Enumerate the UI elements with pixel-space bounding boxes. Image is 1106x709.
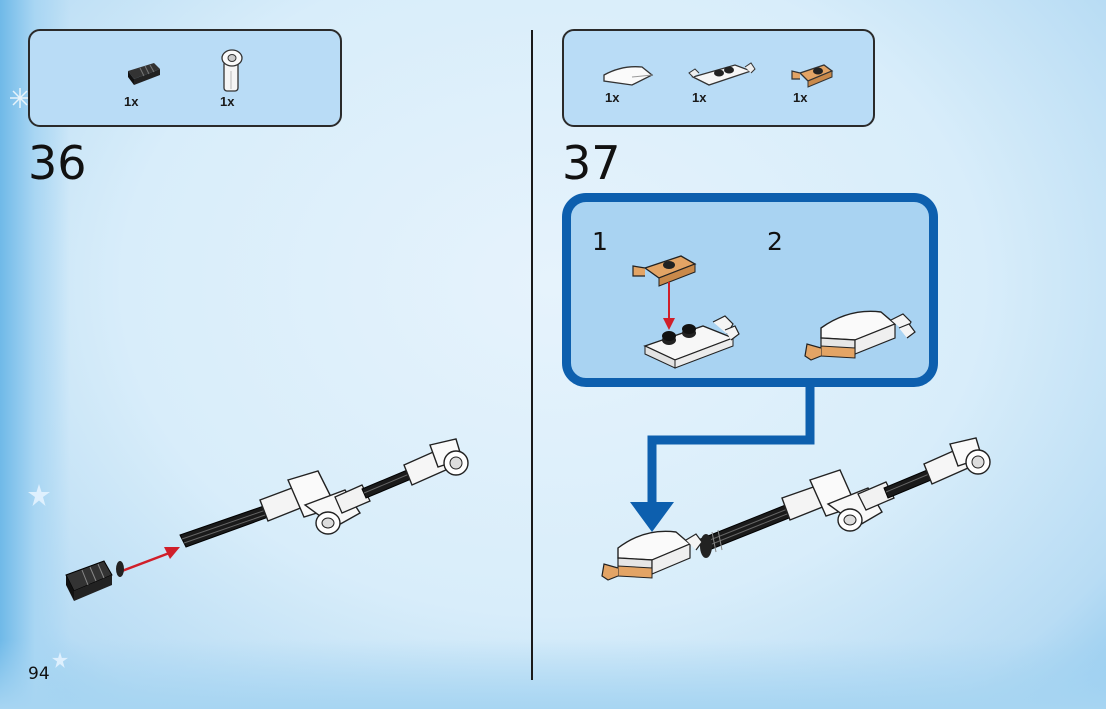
part-quantity: 1x <box>124 94 138 109</box>
tan-plate-with-clip-icon <box>790 61 834 89</box>
part-quantity: 1x <box>793 90 807 105</box>
snowflake-decoration-icon <box>10 88 30 108</box>
part-quantity: 1x <box>605 90 619 105</box>
substep-callout-box: 1 2 <box>562 193 938 387</box>
white-technic-connector-icon <box>216 47 246 95</box>
substep-number: 2 <box>767 227 783 256</box>
page-divider <box>531 30 533 680</box>
step-36-parts-box: 1x 1x <box>28 29 342 127</box>
star-decoration-icon <box>52 652 68 668</box>
step-number: 37 <box>562 136 621 190</box>
part-quantity: 1x <box>220 94 234 109</box>
substep-2-illustration <box>799 300 919 372</box>
white-curved-slope-icon <box>602 63 654 87</box>
step-37-parts-box: 1x 1x 1x <box>562 29 875 127</box>
step-36-assembly-illustration <box>60 435 480 605</box>
black-axle-connector-icon <box>124 61 164 87</box>
substep-number: 1 <box>592 227 608 256</box>
page-number: 94 <box>28 664 50 684</box>
substep-1-illustration <box>629 250 739 370</box>
star-decoration-icon <box>28 484 50 506</box>
white-plate-with-clips-icon <box>689 59 755 89</box>
frost-decoration-bottom <box>0 639 1106 709</box>
part-quantity: 1x <box>692 90 706 105</box>
step-37-assembly-illustration <box>598 436 1002 586</box>
step-number: 36 <box>28 136 87 190</box>
